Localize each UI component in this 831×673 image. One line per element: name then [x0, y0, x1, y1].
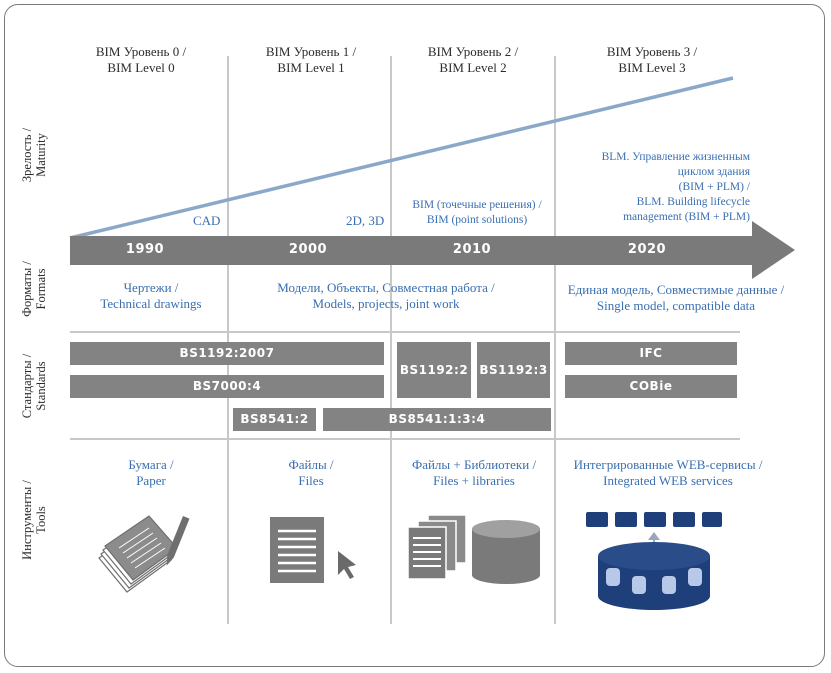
row-divider: [70, 438, 740, 440]
standard-cobie: COBie: [565, 375, 737, 398]
level-2-header: BIM Уровень 2 /BIM Level 2: [427, 44, 519, 75]
tool-level-2: Файлы + Библиотеки /Files + libraries: [411, 457, 537, 488]
standard-ifc: IFC: [565, 342, 737, 365]
column-divider: [390, 56, 392, 624]
web-services-database-icon: [586, 512, 722, 610]
standard-bs8541-134: BS8541:1:3:4: [323, 408, 551, 431]
year-label: 2020: [627, 242, 667, 257]
year-label: 1990: [125, 242, 165, 257]
standard-bs1192-2: BS1192:2: [397, 342, 471, 398]
format-level-3: Единая модель, Совместимые данные /Singl…: [567, 282, 785, 313]
year-label: 2000: [288, 242, 328, 257]
standard-bs1192-3: BS1192:3: [477, 342, 550, 398]
maturity-2d3d: 2D, 3D: [346, 213, 385, 228]
timeline-arrow: [70, 221, 795, 279]
tool-level-1: Файлы /Files: [288, 457, 334, 488]
format-level-0: Чертежи /Technical drawings: [100, 280, 202, 311]
format-level-1-2: Модели, Объекты, Совместная работа /Mode…: [277, 280, 495, 311]
maturity-cad: CAD: [193, 213, 221, 228]
level-0-header: BIM Уровень 0 /BIM Level 0: [95, 44, 187, 75]
column-divider: [227, 56, 229, 624]
maturity-line: [69, 76, 734, 240]
year-label: 2010: [452, 242, 492, 257]
documents-database-icon: [407, 514, 540, 584]
paper-stack-pen-icon: [98, 515, 190, 593]
tool-level-0: Бумага /Paper: [128, 457, 174, 488]
standard-bs8541-2: BS8541:2: [233, 408, 316, 431]
diagram-frame: [4, 4, 825, 667]
level-1-header: BIM Уровень 1 /BIM Level 1: [265, 44, 357, 75]
column-divider: [554, 56, 556, 624]
row-divider: [70, 331, 740, 333]
level-3-header: BIM Уровень 3 /BIM Level 3: [606, 44, 698, 75]
maturity-bim: BIM (точечные решения) /BIM (point solut…: [412, 199, 542, 226]
tool-level-3: Интегрированные WEB-сервисы /Integrated …: [573, 457, 763, 488]
standard-bs7000-4: BS7000:4: [70, 375, 384, 398]
document-cursor-icon: [270, 517, 356, 583]
standard-bs1192-2007: BS1192:2007: [70, 342, 384, 365]
